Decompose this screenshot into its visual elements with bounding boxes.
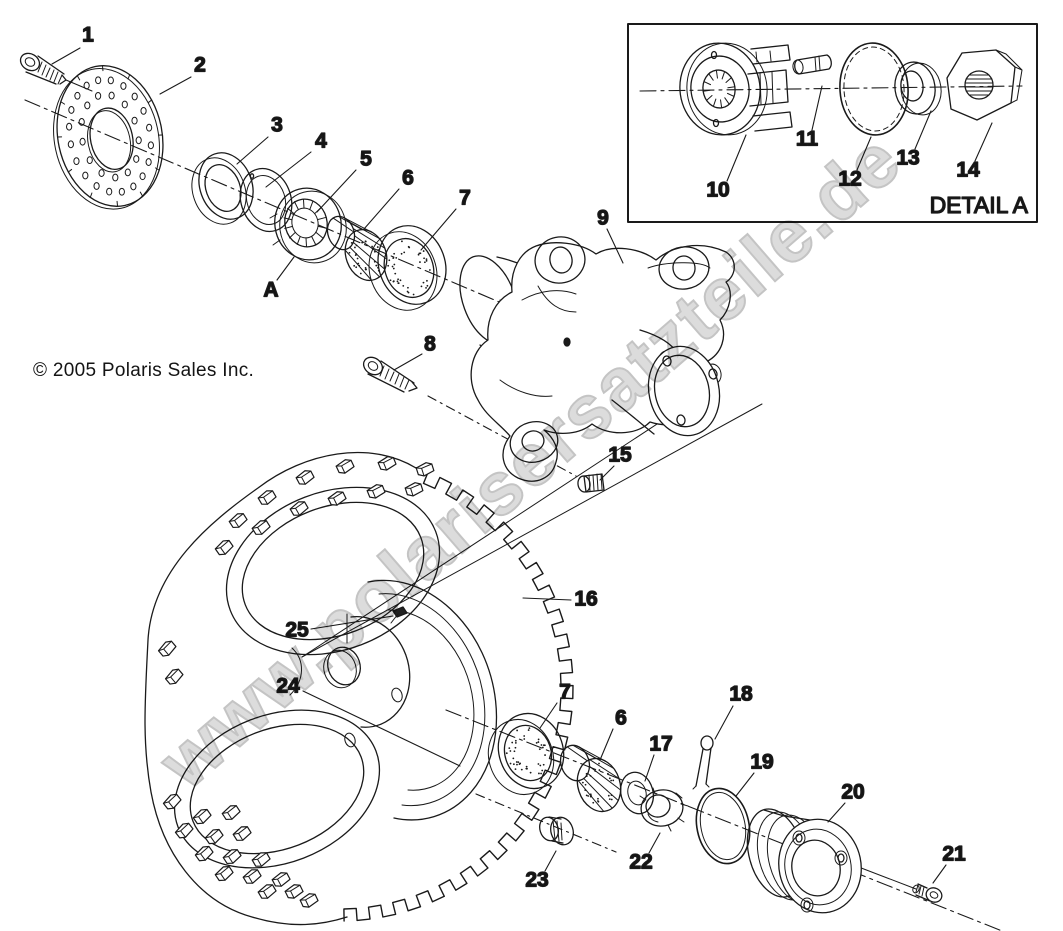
callout-leader-11-24 (811, 85, 823, 131)
race-7-lower (487, 712, 565, 795)
callout-leader-A-7 (276, 256, 295, 281)
callout-leader-17-16 (644, 754, 655, 782)
callout-leader-4-3 (265, 151, 312, 188)
callout-9-9: 9 (597, 207, 609, 230)
callout-7-14: 7 (559, 681, 571, 704)
cotter-pin-18 (692, 735, 714, 790)
callout-15-10: 15 (608, 444, 632, 467)
bearing-6 (326, 215, 388, 282)
callout-6-15: 6 (615, 707, 627, 730)
rim-24 (323, 579, 498, 821)
castle-nut-22 (639, 787, 689, 832)
callout-leader-25-12 (310, 615, 394, 630)
set-screw-15 (577, 473, 605, 493)
callout-21-20: 21 (942, 843, 966, 866)
callout-11-24: 11 (796, 128, 819, 151)
callout-8-8: 8 (424, 333, 436, 356)
seal-3 (191, 152, 254, 225)
callout-leader-12-25 (856, 136, 872, 171)
bearing-6-lower (559, 744, 622, 813)
callout-leader-2-1 (159, 76, 192, 95)
callout-24-13: 24 (276, 675, 300, 698)
callout-leader-21-20 (932, 864, 947, 884)
pin-11 (792, 54, 832, 75)
callout-leader-13-26 (914, 110, 932, 150)
callout-20-19: 20 (841, 781, 864, 804)
detail-a-label: DETAIL A (930, 192, 1029, 218)
bolt-1 (19, 52, 67, 85)
callout-leader-18-17 (714, 705, 734, 740)
callout-14-27: 14 (956, 159, 980, 182)
callout-12-25: 12 (838, 168, 861, 191)
callout-3-2: 3 (271, 114, 283, 137)
callout-leader-16-11 (522, 597, 572, 601)
spacer-13 (894, 61, 942, 116)
generated-detail (57, 65, 736, 922)
hub-lock-10 (679, 42, 793, 136)
callout-2-1: 2 (194, 54, 206, 77)
callout-5-4: 5 (360, 148, 372, 171)
callout-18-17: 18 (729, 683, 753, 706)
callout-leader-22-21 (648, 832, 661, 854)
axis-lines (24, 79, 1023, 931)
callout-A-7: A (263, 279, 278, 302)
dust-cover-12 (839, 42, 909, 136)
screw-21 (912, 883, 943, 903)
brake-disc-2 (53, 65, 164, 210)
callout-leader-1-0 (51, 47, 81, 65)
callout-25-12: 25 (285, 619, 309, 642)
cap-23 (539, 816, 574, 846)
callout-leader-10-23 (726, 134, 747, 182)
callout-leader-20-19 (827, 802, 846, 823)
callout-leader-19-18 (735, 772, 755, 797)
callout-leader-5-4 (316, 169, 357, 213)
callout-leader-7-14 (539, 702, 558, 729)
callout-leader-14-27 (974, 122, 993, 162)
callout-7-6: 7 (459, 187, 471, 210)
callout-16-11: 16 (574, 588, 597, 611)
callout-17-16: 17 (649, 733, 672, 756)
callout-leader-23-22 (544, 850, 557, 872)
o-ring-19 (695, 787, 751, 865)
detail-a-box (627, 23, 1038, 223)
hex-nut-14 (946, 49, 1023, 121)
hub-cap-20 (746, 808, 862, 914)
splined-hub-5 (269, 187, 347, 264)
callout-leader-8-8 (393, 353, 423, 371)
callout-leader-3-2 (236, 136, 269, 165)
callout-leader-24-13 (302, 690, 461, 767)
callout-leader-6-5 (363, 188, 400, 230)
spindle-9 (459, 236, 735, 482)
tire-16 (144, 451, 441, 926)
callout-leader-6-15 (599, 728, 614, 761)
race-7 (368, 225, 447, 311)
bolt-8 (362, 356, 418, 393)
callout-1-0: 1 (82, 24, 94, 47)
callout-leader-7-6 (420, 208, 457, 251)
copyright-text: © 2005 Polaris Sales Inc. (33, 360, 255, 381)
washer-17 (619, 771, 655, 815)
callout-22-21: 22 (629, 851, 652, 874)
callout-leader-9-9 (606, 228, 624, 264)
callout-23-22: 23 (525, 869, 548, 892)
callout-19-18: 19 (750, 751, 773, 774)
callout-leader-15-10 (599, 465, 615, 481)
callout-4-3: 4 (315, 130, 327, 153)
valve-stem-25 (346, 606, 408, 644)
callout-13-26: 13 (896, 147, 919, 170)
callout-6-5: 6 (402, 167, 414, 190)
callout-10-23: 10 (706, 179, 729, 202)
